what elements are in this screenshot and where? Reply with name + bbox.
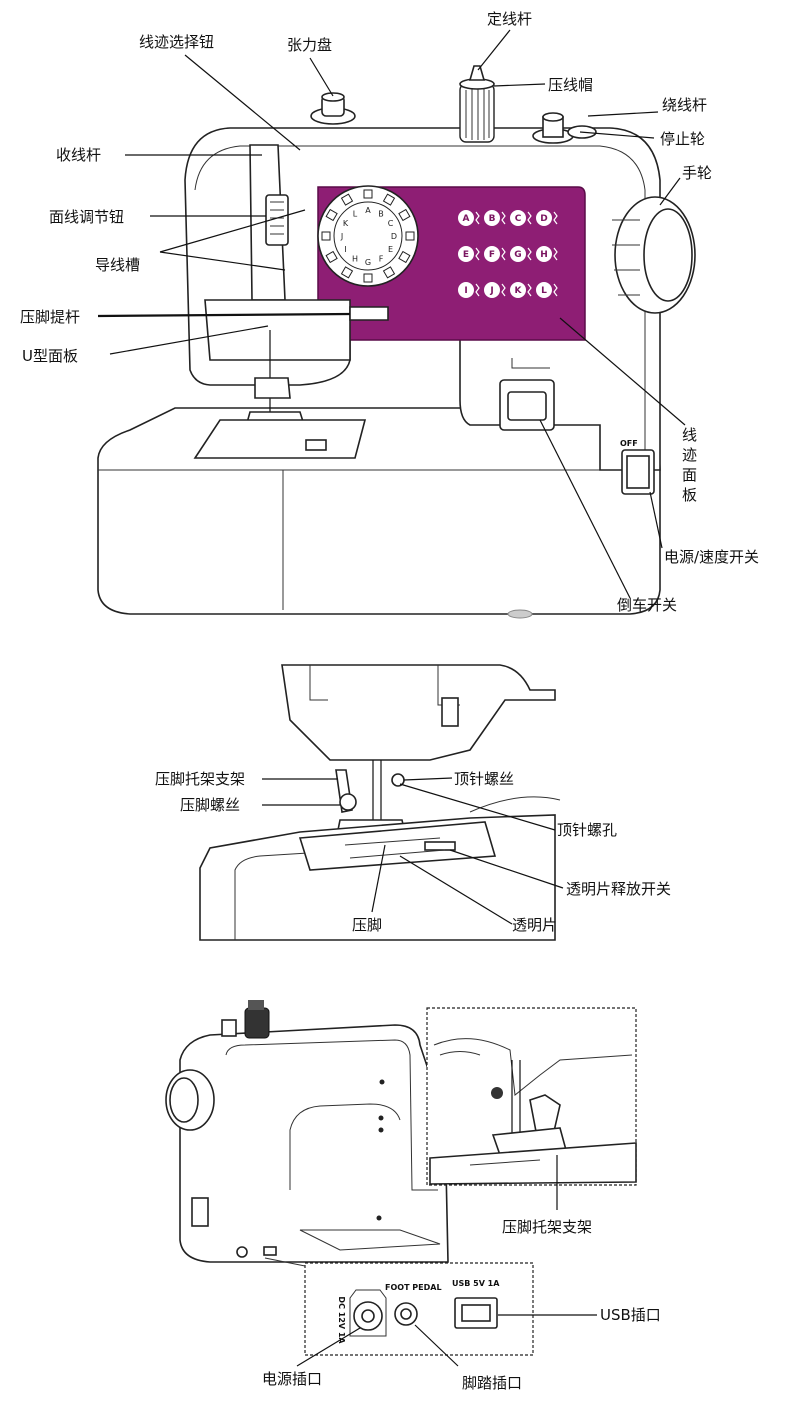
svg-text:线: 线: [682, 426, 697, 444]
label-tension-dial: 张力盘: [287, 36, 332, 54]
svg-text:面: 面: [682, 466, 697, 484]
port-panel: [304, 1262, 534, 1356]
label-pedal-jack: 脚踏插口: [462, 1374, 522, 1392]
svg-text:板: 板: [682, 486, 697, 504]
label-presser-foot-lever: 压脚提杆: [20, 308, 80, 326]
dial-letter: L: [353, 209, 358, 218]
switch-off-label: OFF: [620, 439, 638, 448]
dial-tooth: [321, 231, 331, 241]
dial-tooth: [325, 208, 338, 222]
stitch-button[interactable]: B: [484, 210, 506, 226]
stitch-button[interactable]: G: [510, 246, 532, 262]
stitch-button[interactable]: D: [536, 210, 558, 226]
dial-letter: G: [365, 258, 371, 267]
handwheel[interactable]: [612, 196, 696, 314]
label-handwheel: 手轮: [682, 164, 712, 182]
dial-tooth: [398, 250, 411, 264]
label-foot-holder-bracket: 压脚托架支架: [155, 770, 245, 788]
stitch-button[interactable]: C: [510, 210, 532, 226]
dial-letter: C: [388, 219, 394, 228]
label-power-jack: 电源插口: [262, 1370, 322, 1388]
dial-tooth: [363, 189, 373, 199]
dial-tooth: [325, 250, 338, 264]
svg-text:C: C: [515, 214, 522, 224]
label-spool-pin: 定线杆: [487, 10, 532, 28]
dial-letter: E: [388, 245, 393, 254]
label-usb-port: USB插口: [600, 1306, 661, 1324]
dial-letter: F: [379, 255, 384, 264]
label-needle-screw: 顶针螺丝: [454, 770, 514, 788]
dial-tooth: [340, 266, 354, 279]
dial-letter: K: [343, 219, 349, 228]
foot-pedal-text: FOOT PEDAL: [385, 1283, 442, 1292]
labels-section2: 压脚托架支架 压脚螺丝 顶针螺丝 顶针螺孔 透明片释放开关 压脚 透明片: [155, 770, 671, 934]
svg-text:A: A: [463, 214, 470, 224]
svg-text:E: E: [463, 250, 469, 260]
dial-letter: H: [352, 255, 358, 264]
label-plate-release-switch: 透明片释放开关: [566, 880, 671, 898]
dial-tooth: [340, 193, 354, 206]
dial-tooth: [405, 231, 415, 241]
inset-closeup: [426, 1007, 637, 1186]
svg-text:K: K: [515, 286, 523, 296]
label-upper-tension-knob: 面线调节钮: [49, 208, 124, 226]
dial-letter: B: [378, 209, 384, 218]
label-take-up-lever: 收线杆: [56, 146, 101, 164]
svg-text:L: L: [541, 286, 547, 296]
labels-section3: 压脚托架支架 USB插口 电源插口 脚踏插口: [262, 1218, 661, 1392]
label-foot-holder-bracket-rear: 压脚托架支架: [502, 1218, 592, 1236]
labels-section1: 线迹选择钮 张力盘 定线杆 压线帽 绕线杆 停止轮 收线杆 手轮 面线调节钮 导…: [20, 10, 759, 614]
svg-text:D: D: [540, 214, 547, 224]
dial-letter: I: [344, 245, 346, 254]
stitch-button[interactable]: K: [510, 282, 532, 298]
dc-text: DC 12V 1A: [337, 1296, 346, 1344]
label-presser-screw: 压脚螺丝: [180, 796, 240, 814]
stitch-button[interactable]: J: [484, 282, 506, 298]
dial-tooth: [382, 266, 396, 279]
stitch-button[interactable]: A: [458, 210, 480, 226]
stitch-button[interactable]: E: [458, 246, 480, 262]
dial-tooth: [363, 273, 373, 283]
stitch-button[interactable]: H: [536, 246, 558, 262]
label-clear-plate: 透明片: [512, 916, 557, 934]
label-presser-foot: 压脚: [352, 916, 382, 934]
label-stitch-panel: 线 迹 面 板: [682, 426, 697, 504]
svg-text:G: G: [514, 250, 521, 260]
stitch-button[interactable]: F: [484, 246, 506, 262]
label-bobbin-winder: 绕线杆: [662, 96, 707, 114]
dial-letter: J: [340, 232, 343, 241]
label-needle-screw-hole: 顶针螺孔: [557, 821, 617, 839]
usb-text: USB 5V 1A: [452, 1279, 500, 1288]
stitch-button[interactable]: I: [458, 282, 480, 298]
dial-tooth: [398, 208, 411, 222]
leader-lines-section2: [262, 777, 564, 925]
stitch-button[interactable]: L: [536, 282, 558, 298]
svg-text:H: H: [540, 250, 548, 260]
label-u-panel: U型面板: [22, 347, 78, 365]
dial-letter: A: [365, 206, 371, 215]
label-stitch-selector: 线迹选择钮: [139, 33, 214, 51]
label-reverse-switch: 倒车开关: [617, 596, 677, 614]
upper-tension-knob[interactable]: [265, 194, 289, 246]
machine-rear-view: DC 12V 1A FOOT PEDAL USB 5V 1A: [165, 1000, 637, 1356]
label-spool-cap: 压线帽: [548, 76, 593, 94]
label-thread-guide-slot: 导线槽: [95, 256, 140, 274]
label-stopper: 停止轮: [660, 130, 705, 148]
svg-text:J: J: [489, 286, 493, 296]
leader-lines-section1: [97, 29, 686, 599]
presser-foot-closeup: [199, 664, 561, 941]
svg-text:迹: 迹: [682, 446, 697, 464]
svg-text:B: B: [489, 214, 496, 224]
svg-text:I: I: [464, 286, 467, 296]
label-power-speed-switch: 电源/速度开关: [664, 548, 759, 566]
dial-letter: D: [391, 232, 397, 241]
leader-lines-section3: [296, 1155, 597, 1367]
spool-pin: [459, 65, 495, 143]
dial-tooth: [382, 193, 396, 206]
svg-text:F: F: [489, 250, 495, 260]
